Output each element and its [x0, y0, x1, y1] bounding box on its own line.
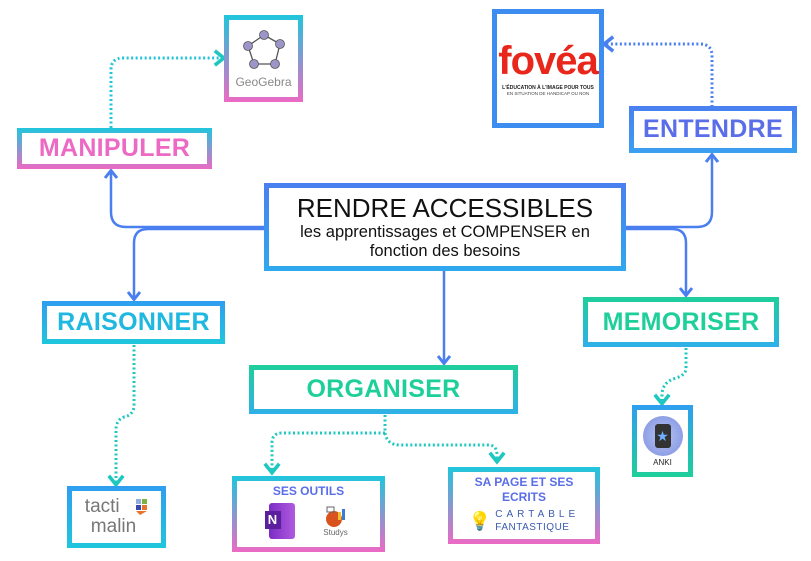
tactimalin-line2: malin: [90, 516, 137, 537]
studys-label: Studys: [323, 527, 348, 537]
anki-label: ANKI: [653, 457, 672, 467]
central-topic[interactable]: RENDRE ACCESSIBLES les apprentissages et…: [264, 183, 626, 271]
studys-logo-icon: [325, 506, 345, 527]
geogebra-logo-icon: [242, 29, 285, 69]
manipuler-label: MANIPULER: [38, 134, 191, 162]
anki-tool[interactable]: ★ ANKI: [632, 405, 693, 477]
anki-logo-icon: ★: [642, 415, 683, 456]
node-entendre[interactable]: ENTENDRE: [629, 106, 797, 153]
cartable-text: CARTABLE: [495, 509, 580, 520]
geogebra-tool[interactable]: GeoGebra: [224, 15, 303, 102]
dotted-ses-outils: [263, 415, 387, 476]
entendre-label: ENTENDRE: [643, 115, 783, 143]
dotted-fovea: [601, 35, 714, 107]
cartable-fantastique-logo: CARTABLE FANTASTIQUE: [495, 508, 579, 534]
fovea-tool[interactable]: fovéa L'ÉDUCATION À L'IMAGE POUR TOUS EN…: [492, 9, 604, 128]
ses-outils-title: SES OUTILS: [272, 484, 345, 498]
fantastique-text: FANTASTIQUE: [495, 522, 570, 533]
raisonner-label: RAISONNER: [57, 308, 210, 336]
tactimalin-tool[interactable]: tacti malin: [67, 486, 166, 548]
tactimalin-line1: tacti: [84, 496, 120, 517]
fovea-tagline: L'ÉDUCATION À L'IMAGE POUR TOUS: [502, 85, 594, 91]
tactimalin-logo-icon: [136, 499, 148, 515]
connector-raisonner: [126, 227, 264, 302]
dotted-geogebra: [109, 49, 227, 128]
central-title: RENDRE ACCESSIBLES: [296, 193, 594, 223]
node-manipuler[interactable]: MANIPULER: [17, 128, 212, 169]
geogebra-label: GeoGebra: [235, 74, 292, 89]
onenote-icon[interactable]: N: [264, 503, 295, 539]
sa-page-title: SA PAGE ET SES ECRITS: [474, 475, 574, 504]
connector-manipuler: [103, 168, 264, 229]
connector-memoriser: [625, 227, 694, 298]
node-raisonner[interactable]: RAISONNER: [42, 301, 225, 344]
fovea-logo: fovéa: [498, 39, 598, 83]
connector-entendre: [625, 152, 720, 229]
lightbulb-icon: 💡: [468, 510, 492, 531]
central-subtitle: les apprentissages et COMPENSER en fonct…: [300, 223, 590, 260]
dotted-tactimalin: [107, 345, 136, 488]
sa-page-box[interactable]: SA PAGE ET SES ECRITS 💡 CARTABLE FANTAST…: [448, 467, 600, 544]
organiser-label: ORGANISER: [306, 375, 461, 403]
studys-icon[interactable]: Studys: [323, 506, 349, 537]
node-organiser[interactable]: ORGANISER: [249, 365, 518, 414]
memoriser-label: MEMORISER: [602, 307, 760, 336]
onenote-letter: N: [264, 511, 281, 529]
ses-outils-box[interactable]: SES OUTILS N Studys: [232, 476, 385, 552]
dotted-anki: [653, 348, 688, 407]
dotted-sa-page: [383, 432, 506, 465]
node-memoriser[interactable]: MEMORISER: [583, 297, 779, 347]
fovea-tagline-2: EN SITUATION DE HANDICAP OU NON: [506, 91, 590, 96]
